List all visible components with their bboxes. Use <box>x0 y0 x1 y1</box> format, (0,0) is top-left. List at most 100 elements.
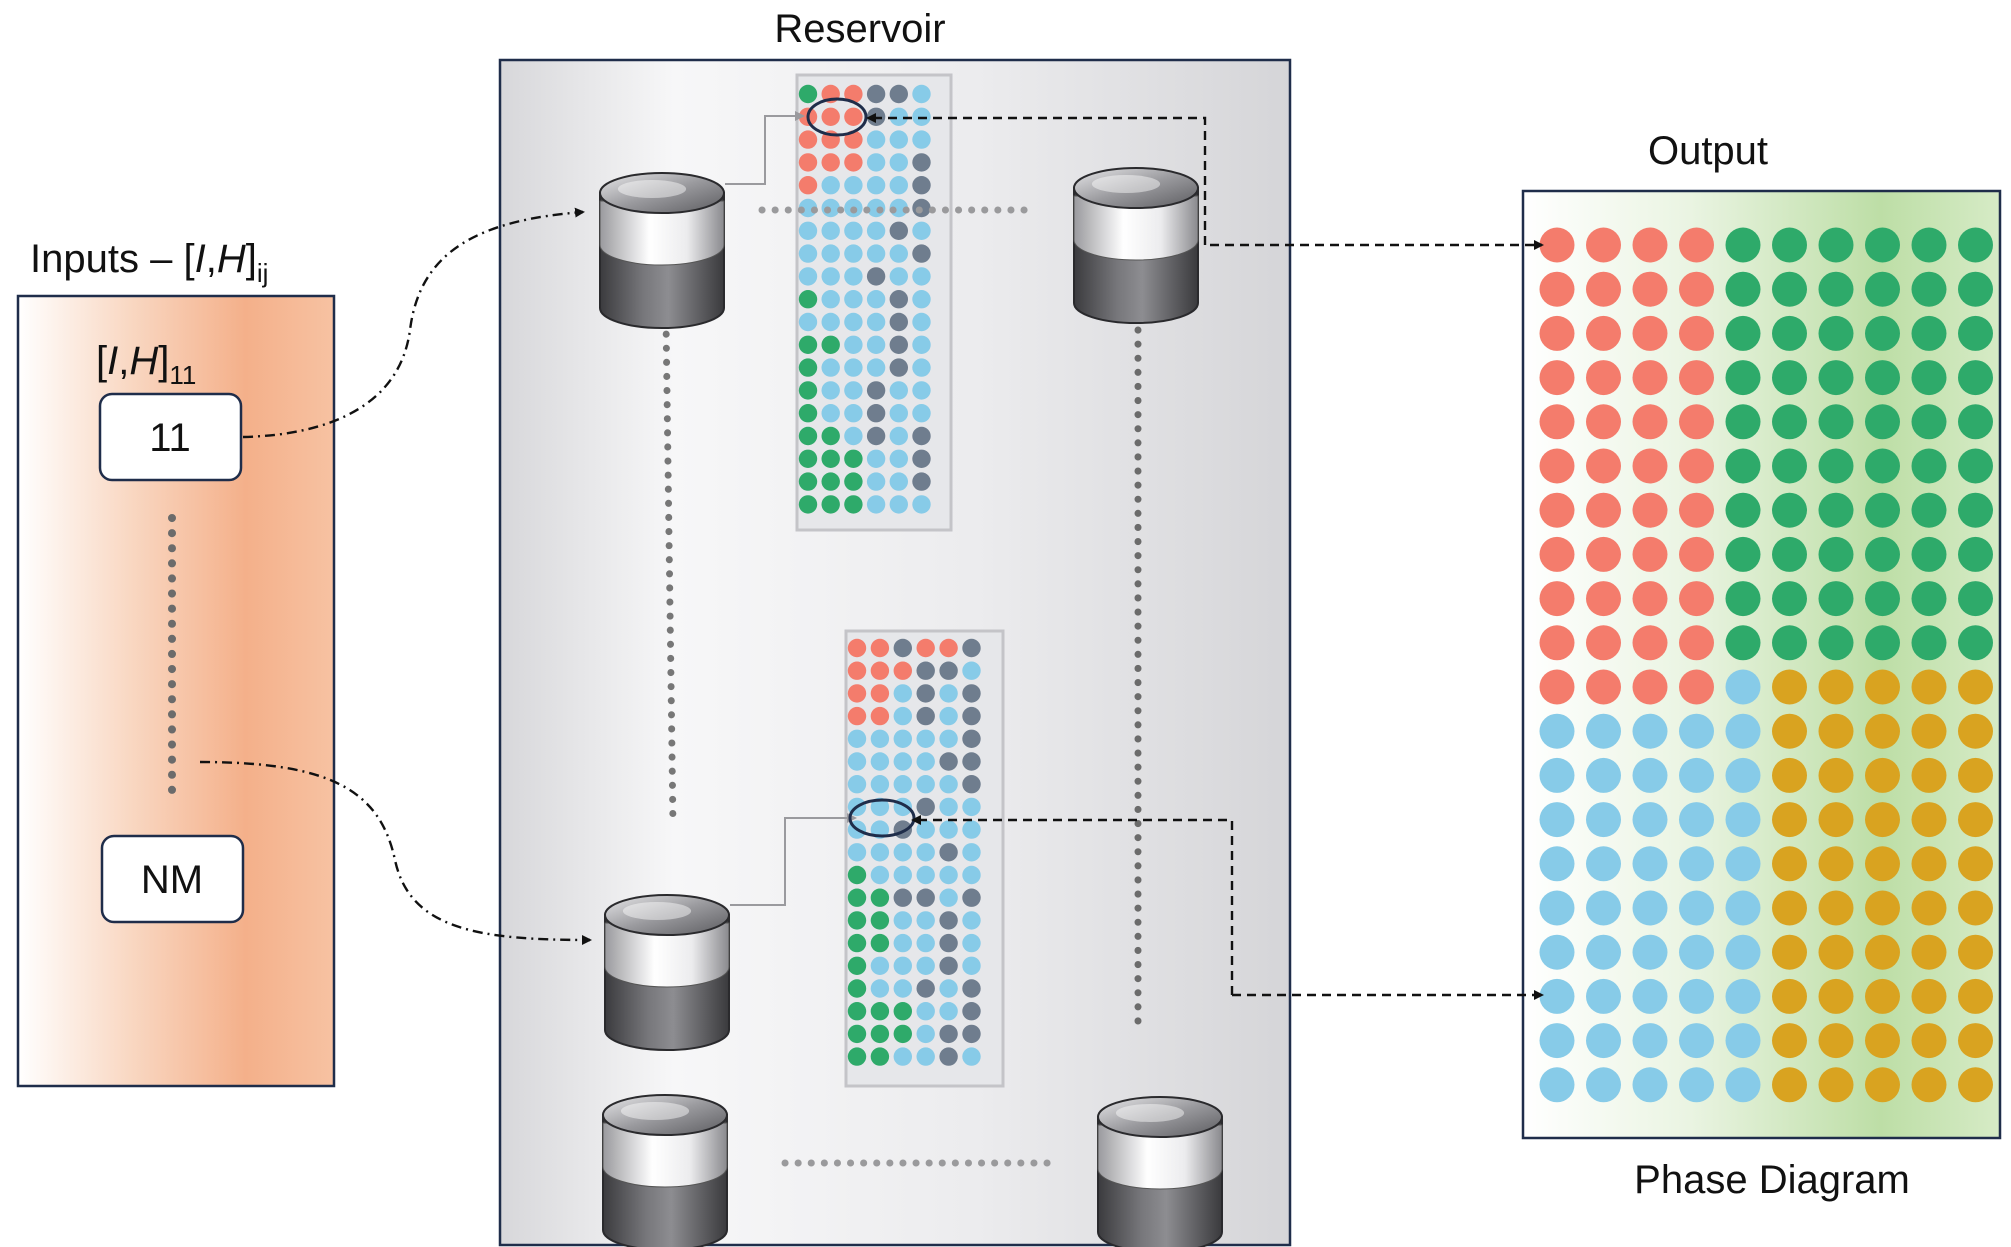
node-dot-green <box>1725 271 1761 307</box>
node-dot-red <box>847 684 867 703</box>
node-dot-blue <box>1539 1023 1575 1059</box>
node-dot-gold <box>1772 757 1807 793</box>
node-dot-blue <box>962 911 981 930</box>
node-dot-slate <box>912 472 931 491</box>
node-dot-green <box>1772 360 1807 396</box>
node-dot-red <box>1586 581 1621 617</box>
node-dot-blue <box>962 797 981 817</box>
node-dot-red <box>1539 271 1575 307</box>
node-dot-blue <box>889 449 908 468</box>
reservoir-node-top-right[interactable] <box>1073 167 1199 324</box>
node-dot-blue <box>866 153 886 172</box>
node-dot-gold <box>1958 846 1993 882</box>
node-dot-gold <box>1958 669 1993 705</box>
node-dot-blue <box>1725 802 1761 838</box>
node-dot-blue <box>1679 846 1714 882</box>
node-dot-green <box>1725 581 1761 617</box>
node-dot-gold <box>1911 1067 1947 1103</box>
node-dot-gold <box>1772 1067 1807 1103</box>
node-dot-blue <box>939 775 958 794</box>
node-dot-gold <box>1865 890 1900 926</box>
node-dot-green <box>1958 360 1993 396</box>
node-dot-blue <box>1725 713 1761 749</box>
node-dot-red <box>1679 404 1714 440</box>
node-dot-green <box>1818 360 1854 396</box>
node-dot-slate <box>866 267 886 286</box>
input-box-nm[interactable] <box>100 834 245 924</box>
reservoir-node-bottom-far-left[interactable] <box>602 1094 728 1247</box>
node-dot-blue <box>916 933 935 953</box>
node-dot-slate <box>939 1024 958 1044</box>
node-dot-green <box>798 84 818 104</box>
node-dot-green <box>1958 315 1993 351</box>
node-dot-green <box>870 911 890 930</box>
input-box-11[interactable] <box>98 392 243 482</box>
node-dot-gold <box>1911 1023 1947 1059</box>
node-dot-blue <box>893 911 912 930</box>
node-dot-red <box>844 153 863 172</box>
node-dot-slate <box>962 638 981 658</box>
node-dot-blue <box>912 358 931 377</box>
node-dot-blue <box>1539 757 1575 793</box>
node-dot-slate <box>912 449 931 468</box>
node-dot-blue <box>1586 934 1621 970</box>
node-dot-green <box>1818 625 1854 661</box>
node-dot-slate <box>866 381 886 400</box>
node-dot-red <box>1539 448 1575 484</box>
node-dot-green <box>821 335 840 354</box>
node-dot-green <box>1958 448 1993 484</box>
node-dot-blue <box>916 1024 935 1044</box>
node-dot-red <box>798 130 818 149</box>
node-dot-blue <box>821 404 840 423</box>
node-dot-blue <box>1632 1023 1668 1059</box>
node-dot-gold <box>1865 669 1900 705</box>
node-dot-gold <box>1772 1023 1807 1059</box>
node-dot-blue <box>821 221 840 240</box>
node-dot-blue <box>916 843 935 862</box>
node-dot-blue <box>912 495 931 514</box>
node-dot-red <box>1679 448 1714 484</box>
node-dot-green <box>798 472 818 491</box>
node-dot-blue <box>1679 890 1714 926</box>
node-dot-slate <box>889 335 908 354</box>
node-dot-slate <box>916 979 935 998</box>
node-dot-green <box>798 495 818 514</box>
node-dot-green <box>1725 315 1761 351</box>
inputs-title: Inputs – [I,H]ij <box>30 237 268 288</box>
node-dot-red <box>1632 669 1668 705</box>
node-dot-green <box>847 1002 867 1021</box>
node-dot-blue <box>1632 713 1668 749</box>
reservoir-node-bottom-right[interactable] <box>1097 1096 1223 1247</box>
node-dot-blue <box>847 729 867 748</box>
node-dot-blue <box>821 312 840 332</box>
node-dot-blue <box>866 312 886 332</box>
node-dot-blue <box>889 153 908 172</box>
inputs-panel: Inputs – [I,H]ij [I,H]11 11 NM <box>16 237 336 1088</box>
node-dot-green <box>1958 227 1993 263</box>
node-dot-blue <box>1539 978 1575 1014</box>
node-dot-blue <box>893 775 912 794</box>
node-dot-blue <box>916 1047 935 1066</box>
node-dot-slate <box>962 706 981 726</box>
node-dot-gold <box>1958 934 1993 970</box>
node-dot-slate <box>916 684 935 703</box>
reservoir-node-bottom-left[interactable] <box>604 894 730 1051</box>
node-dot-blue <box>866 221 886 240</box>
output-title: Output <box>1648 129 1768 173</box>
node-dot-red <box>870 684 890 703</box>
node-dot-green <box>870 1002 890 1021</box>
node-dot-red <box>798 153 818 172</box>
node-dot-green <box>1725 536 1761 572</box>
node-dot-blue <box>916 820 935 839</box>
node-dot-red <box>1586 271 1621 307</box>
node-dot-gold <box>1865 978 1900 1014</box>
reservoir-nodes <box>599 167 1223 1247</box>
node-dot-blue <box>798 244 818 263</box>
node-dot-blue <box>912 335 931 354</box>
node-dot-green <box>847 1024 867 1044</box>
reservoir-node-top-left[interactable] <box>599 172 725 329</box>
node-dot-gold <box>1772 846 1807 882</box>
node-dot-blue <box>939 1002 958 1021</box>
node-dot-slate <box>939 843 958 862</box>
